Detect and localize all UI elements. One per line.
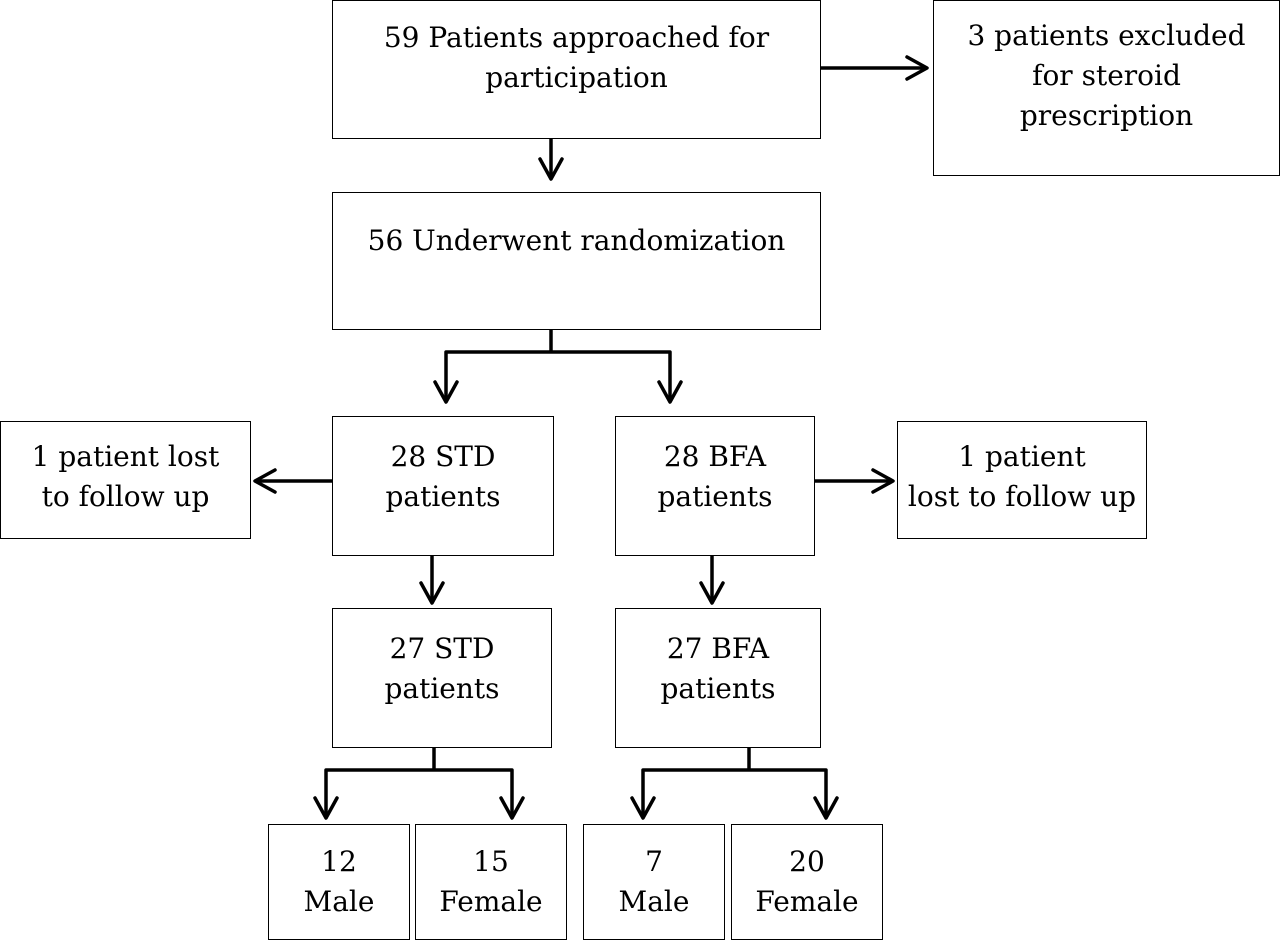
bfa-male-count: 7 bbox=[645, 845, 663, 878]
approached-box: 59 Patients approached for participation bbox=[332, 0, 821, 139]
std-lost-line-1: 1 patient lost bbox=[31, 440, 220, 473]
split-connector-randomized bbox=[444, 328, 672, 402]
std-male-count: 12 bbox=[321, 845, 357, 878]
randomized-box: 56 Underwent randomization bbox=[332, 192, 821, 330]
std-final-line-2: patients bbox=[384, 672, 500, 705]
std-initial-line-2: patients bbox=[385, 480, 501, 513]
arrowhead-std-male bbox=[313, 796, 339, 820]
excluded-line-3: prescription bbox=[1019, 99, 1194, 132]
bfa-initial-line-2: patients bbox=[657, 480, 773, 513]
approached-line-2: participation bbox=[485, 61, 668, 94]
arrowhead-bfa-male bbox=[630, 796, 656, 820]
std-female-box: 15 Female bbox=[415, 824, 567, 940]
std-male-box: 12 Male bbox=[268, 824, 410, 940]
bfa-female-count: 20 bbox=[789, 845, 825, 878]
split-connector-bfa bbox=[641, 746, 828, 818]
arrowhead-excluded bbox=[905, 55, 929, 81]
bfa-initial-box: 28 BFA patients bbox=[615, 416, 815, 556]
arrowhead-std-final bbox=[419, 581, 445, 605]
bfa-initial-line-1: 28 BFA bbox=[663, 440, 767, 473]
randomized-line-1: 56 Underwent randomization bbox=[367, 224, 786, 257]
arrowhead-randomized bbox=[538, 157, 564, 181]
excluded-line-1: 3 patients excluded bbox=[967, 19, 1246, 52]
bfa-lost-line-2: lost to follow up bbox=[907, 480, 1137, 513]
bfa-final-box: 27 BFA patients bbox=[615, 608, 821, 748]
approached-line-1: 59 Patients approached for bbox=[383, 21, 770, 54]
std-final-box: 27 STD patients bbox=[332, 608, 552, 748]
bfa-lost-line-1: 1 patient bbox=[958, 440, 1086, 473]
excluded-line-2: for steroid bbox=[1032, 59, 1181, 92]
bfa-male-label: Male bbox=[618, 885, 690, 918]
arrowhead-bfa-final bbox=[699, 581, 725, 605]
std-lost-box: 1 patient lost to follow up bbox=[0, 421, 251, 539]
std-initial-box: 28 STD patients bbox=[332, 416, 554, 556]
bfa-lost-box: 1 patient lost to follow up bbox=[897, 421, 1147, 539]
std-female-count: 15 bbox=[473, 845, 509, 878]
std-lost-line-2: to follow up bbox=[41, 480, 210, 513]
arrowhead-bfa-lost bbox=[871, 468, 895, 494]
arrowhead-std-lost bbox=[253, 468, 277, 494]
arrowhead-std-female bbox=[499, 796, 525, 820]
std-final-line-1: 27 STD bbox=[389, 632, 495, 665]
bfa-final-line-1: 27 BFA bbox=[666, 632, 770, 665]
bfa-male-box: 7 Male bbox=[583, 824, 725, 940]
split-connector-std bbox=[324, 746, 514, 818]
arrowhead-std-initial bbox=[433, 380, 459, 404]
bfa-female-box: 20 Female bbox=[731, 824, 883, 940]
std-male-label: Male bbox=[303, 885, 375, 918]
arrowhead-bfa-initial bbox=[657, 380, 683, 404]
excluded-box: 3 patients excluded for steroid prescrip… bbox=[933, 0, 1280, 176]
bfa-female-label: Female bbox=[755, 885, 859, 918]
std-initial-line-1: 28 STD bbox=[390, 440, 496, 473]
std-female-label: Female bbox=[439, 885, 543, 918]
arrowhead-bfa-female bbox=[813, 796, 839, 820]
bfa-final-line-2: patients bbox=[660, 672, 776, 705]
